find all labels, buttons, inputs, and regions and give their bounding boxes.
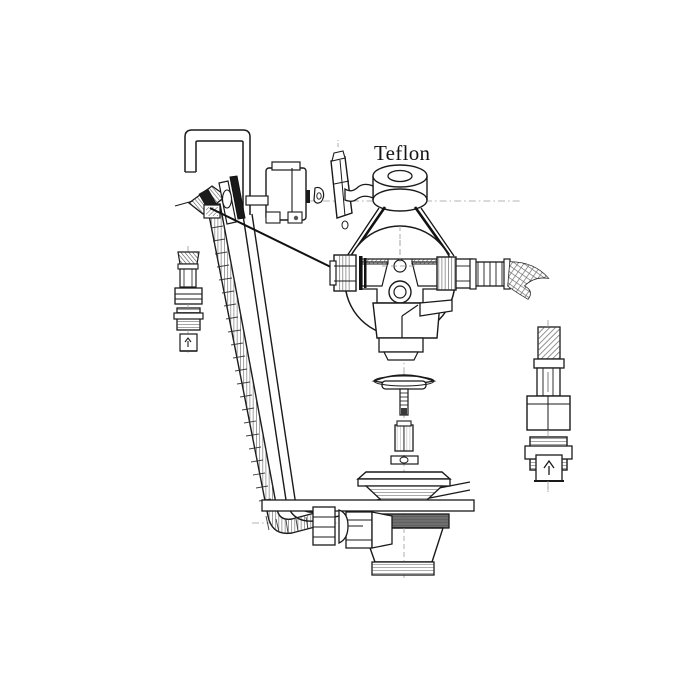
small-washer-b (313, 186, 325, 204)
right-union-nut (436, 256, 473, 291)
right-flow-arrow-tag (534, 454, 564, 492)
left-riser-stack (173, 246, 204, 331)
cartridge-sleeve (330, 140, 353, 230)
stopper-stem (399, 388, 409, 416)
braided-hose (469, 258, 550, 300)
cartridge-body (245, 161, 307, 224)
left-flow-arrow-tag (179, 330, 198, 352)
waste-flange (356, 471, 452, 501)
spout-retaining-plate (218, 175, 246, 225)
stem-washer (390, 455, 419, 465)
spout-tube (184, 129, 251, 215)
waste-trap-body (345, 511, 444, 576)
spout-to-valve-leader (209, 207, 342, 273)
left-inlet-gasket (359, 256, 367, 290)
stem-bushing (394, 420, 414, 452)
bath-panel-section (261, 499, 475, 512)
popup-stopper-cap (371, 374, 437, 390)
trap-cap-nut (312, 506, 336, 546)
left-union-nut (329, 254, 357, 292)
teflon-label: Teflon (374, 141, 431, 165)
right-riser-stack (524, 320, 573, 471)
teflon-tape-roll (344, 164, 428, 212)
trap-seal-washer (338, 509, 363, 545)
small-washer-a (306, 190, 310, 203)
